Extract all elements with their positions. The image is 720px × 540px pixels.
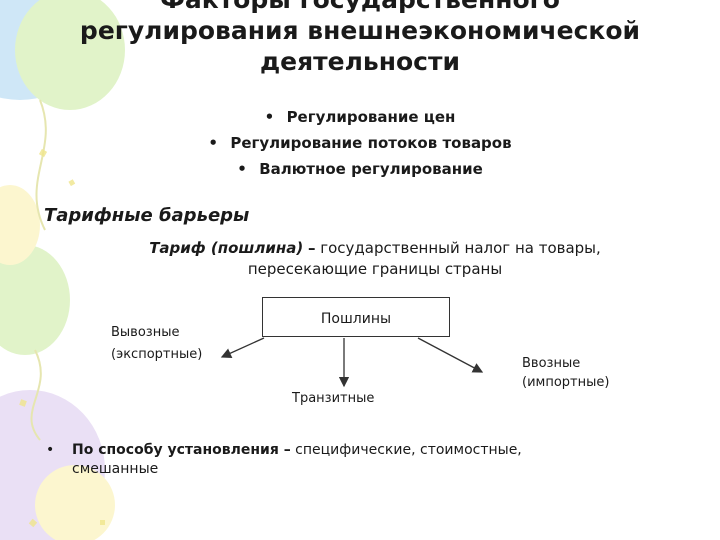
page-title: Факторы государственного регулирования в… bbox=[0, 0, 720, 77]
definition-dash: – bbox=[307, 239, 316, 257]
title-line-3: деятельности bbox=[259, 47, 461, 76]
bullet-icon: • bbox=[264, 108, 275, 126]
duties-box bbox=[262, 297, 450, 337]
duties-label: Пошлины bbox=[320, 311, 392, 327]
definition-text-2: пересекающие границы страны bbox=[247, 260, 503, 278]
arrow-to-import bbox=[417, 337, 484, 373]
list-item: • Регулирование потоков товаров bbox=[0, 130, 720, 156]
arrow-to-export bbox=[220, 337, 265, 358]
export-duty-label: Вывозные (экспортные) bbox=[111, 322, 202, 366]
list-item: • Валютное регулирование bbox=[0, 156, 720, 182]
title-line-2: регулирования внешнеэкономической bbox=[79, 16, 641, 45]
bottom-bullet-text-2: смешанные bbox=[72, 461, 159, 477]
definition-term: Тариф (пошлина) bbox=[149, 239, 304, 257]
list-item: • Регулирование цен bbox=[0, 104, 720, 130]
factor-goods-flow: Регулирование потоков товаров bbox=[230, 134, 512, 152]
definition-text-1: государственный налог на товары, bbox=[315, 239, 601, 257]
bottom-bullet-text-1: специфические, стоимостные, bbox=[290, 442, 522, 458]
section-heading: Тарифные барьеры bbox=[44, 205, 250, 226]
bullet-icon: • bbox=[46, 442, 55, 458]
export-line-2: (экспортные) bbox=[111, 347, 203, 362]
tariff-definition: Тариф (пошлина) – государственный налог … bbox=[80, 238, 670, 280]
export-line-1: Вывозные bbox=[111, 325, 180, 340]
factor-currency: Валютное регулирование bbox=[259, 160, 483, 178]
import-duty-label: Ввозные (импортные) bbox=[522, 354, 609, 392]
transit-duty-label: Транзитные bbox=[292, 391, 375, 406]
factor-price: Регулирование цен bbox=[286, 108, 456, 126]
bullet-icon: • bbox=[208, 134, 218, 152]
factors-list: • Регулирование цен • Регулирование потоко… bbox=[0, 104, 720, 182]
title-line-1: Факторы государственного bbox=[0, 0, 720, 15]
import-line-2: (импортные) bbox=[522, 375, 610, 390]
bottom-bullet-text: По способу установления – специфические,… bbox=[72, 441, 642, 479]
import-line-1: Ввозные bbox=[522, 356, 581, 371]
bottom-bullet-heading: По способу установления – bbox=[72, 442, 291, 458]
bullet-icon: • bbox=[237, 160, 247, 178]
